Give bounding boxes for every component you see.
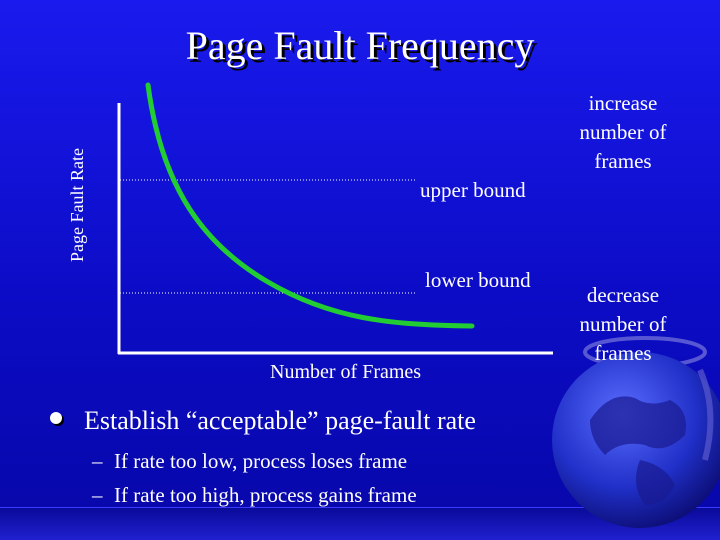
sub-bullet: –If rate too low, process loses frame (92, 449, 407, 474)
sub-bullet: –If rate too high, process gains frame (92, 483, 417, 508)
dash-icon: – (92, 483, 103, 507)
slide-title: Page Fault Frequency (185, 23, 535, 68)
page-fault-curve (145, 82, 475, 329)
y-axis-label: Page Fault Rate (67, 148, 87, 262)
sub-bullet-text: If rate too low, process loses frame (114, 449, 408, 473)
sub-bullet-text: If rate too high, process gains frame (114, 483, 417, 507)
upper-bound-label: upper bound (420, 178, 526, 202)
main-bullet-text: Establish “acceptable” page-fault rate (84, 406, 476, 435)
main-bullet: Establish “acceptable” page-fault rate (50, 406, 476, 436)
bullet-icon (50, 412, 62, 424)
decrease-frames-note: decrease number of frames (579, 283, 667, 365)
increase-frames-note: increase number of frames (579, 91, 667, 173)
dash-icon: – (92, 449, 103, 473)
footer-divider (0, 507, 720, 508)
lower-bound-label: lower bound (425, 268, 531, 292)
x-axis-label: Number of Frames (270, 361, 422, 383)
